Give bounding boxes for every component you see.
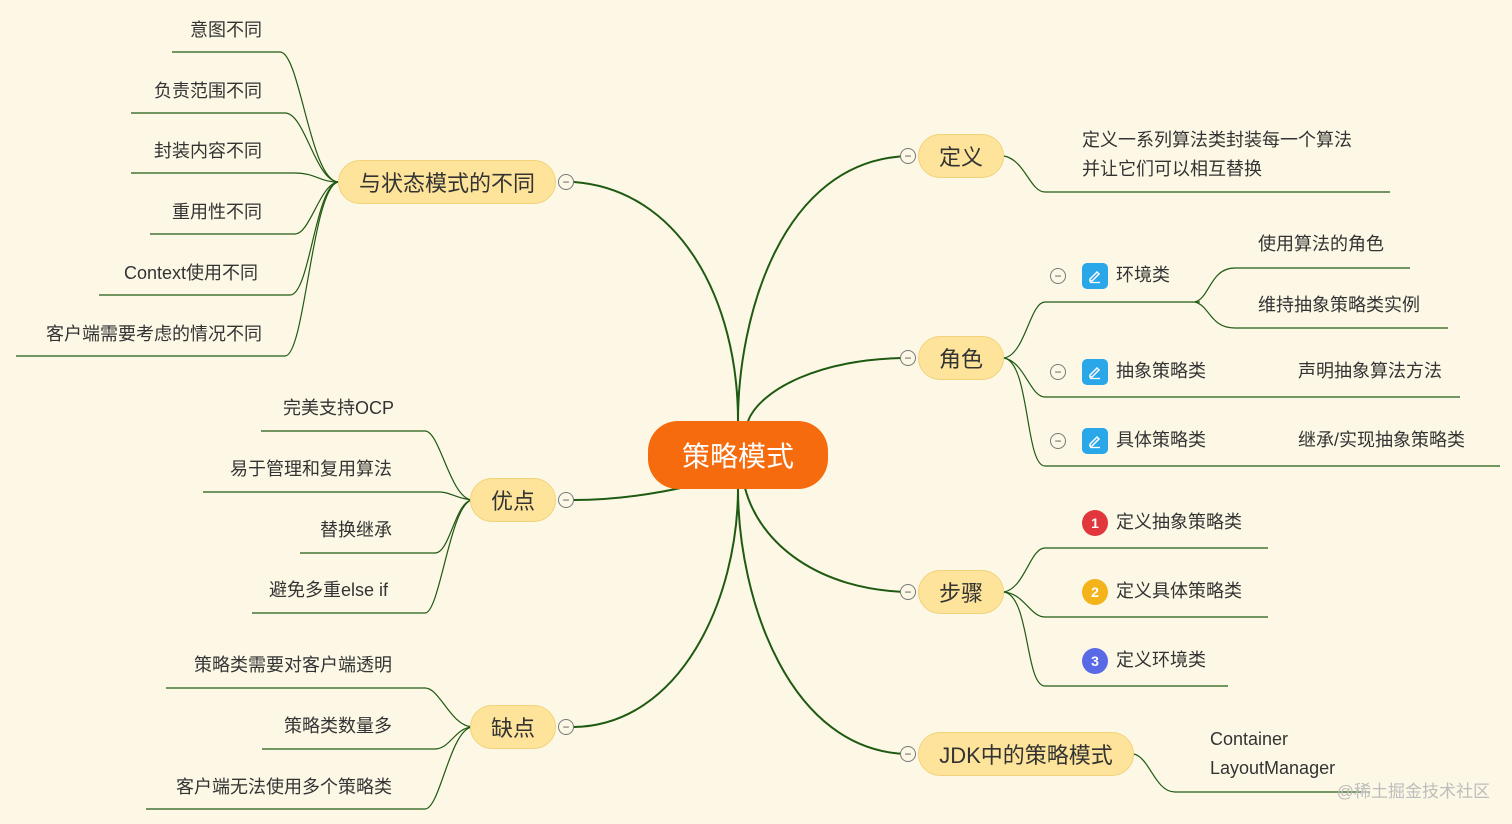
cons-item-3: 客户端无法使用多个策略类	[176, 777, 392, 797]
pros-item-4: 避免多重else if	[268, 580, 388, 600]
edit-note-icon	[1082, 263, 1108, 289]
role-abstract-strategy[interactable]: 抽象策略类	[1116, 361, 1206, 381]
pros-item-1: 完美支持OCP	[282, 398, 394, 418]
link-center-jdk	[737, 487, 909, 755]
difference-item-2: 负责范围不同	[154, 81, 262, 101]
collapse-abstract-strategy-icon[interactable]: −	[1050, 364, 1066, 380]
difference-item-4: 重用性不同	[172, 202, 262, 222]
branch-difference[interactable]: 与状态模式的不同	[338, 160, 556, 204]
edit-note-icon	[1082, 359, 1108, 385]
link-center-cons	[573, 487, 739, 728]
central-topic[interactable]: 策略模式	[648, 421, 828, 489]
branch-jdk[interactable]: JDK中的策略模式	[918, 732, 1134, 776]
collapse-steps-icon[interactable]: −	[900, 584, 916, 600]
role-env-class[interactable]: 环境类	[1116, 265, 1170, 285]
step-1[interactable]: 定义抽象策略类	[1116, 512, 1242, 532]
collapse-env-class-icon[interactable]: −	[1050, 268, 1066, 284]
cons-item-2: 策略类数量多	[284, 716, 392, 736]
collapse-definition-icon[interactable]: −	[900, 148, 916, 164]
pros-item-3: 替换继承	[320, 520, 392, 540]
collapse-concrete-strategy-icon[interactable]: −	[1050, 433, 1066, 449]
role-abstract-detail: 声明抽象算法方法	[1298, 361, 1442, 381]
link-center-steps	[744, 487, 909, 593]
step-2-badge-icon: 2	[1082, 579, 1108, 605]
collapse-pros-icon[interactable]: −	[558, 492, 574, 508]
difference-item-1: 意图不同	[190, 20, 262, 40]
jdk-line-1: Container	[1210, 729, 1289, 749]
collapse-cons-icon[interactable]: −	[558, 719, 574, 735]
role-concrete-detail: 继承/实现抽象策略类	[1298, 430, 1466, 450]
branch-roles[interactable]: 角色	[918, 336, 1004, 380]
branch-cons[interactable]: 缺点	[470, 705, 556, 749]
difference-item-3: 封装内容不同	[154, 141, 262, 161]
cons-item-1: 策略类需要对客户端透明	[194, 655, 392, 675]
role-env-detail-2: 维持抽象策略类实例	[1258, 295, 1420, 315]
pros-item-2: 易于管理和复用算法	[230, 459, 392, 479]
collapse-difference-icon[interactable]: −	[558, 174, 574, 190]
definition-line-1: 定义一系列算法类封装每一个算法	[1082, 130, 1352, 150]
watermark: @稀土掘金技术社区	[1336, 782, 1490, 801]
collapse-roles-icon[interactable]: −	[900, 350, 916, 366]
step-3-badge-icon: 3	[1082, 648, 1108, 674]
role-concrete-strategy[interactable]: 具体策略类	[1116, 430, 1206, 450]
branch-definition[interactable]: 定义	[918, 134, 1004, 178]
step-2[interactable]: 定义具体策略类	[1116, 581, 1242, 601]
jdk-line-2: LayoutManager	[1210, 758, 1336, 778]
link-center-difference	[573, 181, 739, 422]
link-center-roles	[747, 357, 909, 422]
step-1-badge-icon: 1	[1082, 510, 1108, 536]
definition-line-2: 并让它们可以相互替换	[1082, 159, 1262, 179]
role-env-detail-1: 使用算法的角色	[1258, 234, 1384, 254]
branch-pros[interactable]: 优点	[470, 478, 556, 522]
collapse-jdk-icon[interactable]: −	[900, 746, 916, 762]
edit-note-icon	[1082, 428, 1108, 454]
difference-item-5: Context使用不同	[123, 263, 258, 283]
branch-steps[interactable]: 步骤	[918, 570, 1004, 614]
difference-item-6: 客户端需要考虑的情况不同	[46, 324, 262, 344]
link-center-definition	[737, 155, 909, 422]
step-3[interactable]: 定义环境类	[1116, 650, 1206, 670]
